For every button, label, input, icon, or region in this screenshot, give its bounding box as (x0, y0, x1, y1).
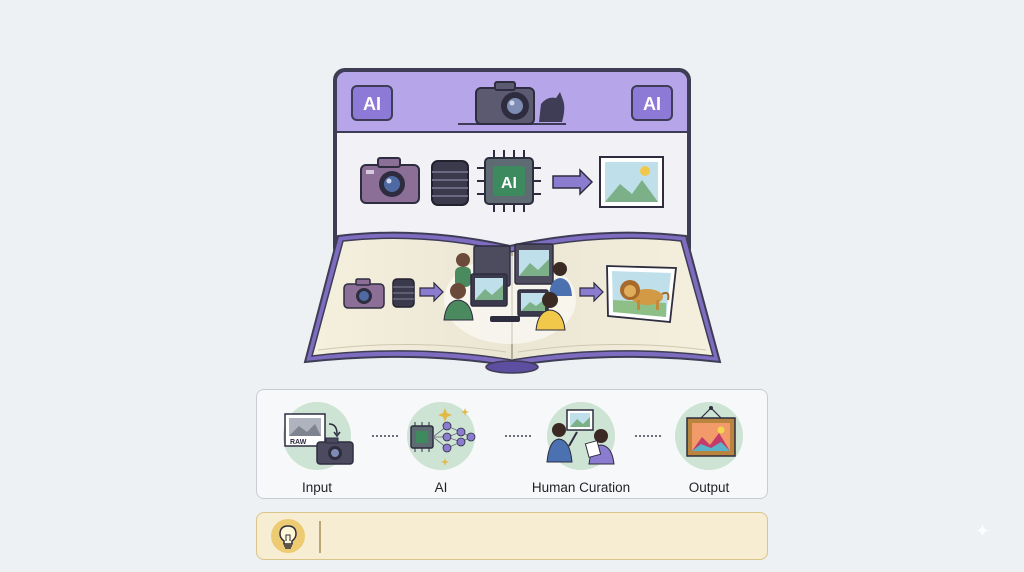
page-arrow-icon-1 (419, 281, 444, 303)
framed-art-icon (686, 406, 736, 457)
stage-label: Input (301, 480, 333, 495)
human-curation-icon (546, 409, 615, 465)
stage-label: AI (434, 480, 448, 495)
stage-human-curation: Human Curation (521, 402, 641, 495)
tip-bar (256, 512, 768, 560)
sparkle-icon: ✦ (974, 521, 990, 541)
book-top-panel: AI AI (333, 68, 691, 260)
connector-dots (635, 435, 661, 439)
ai-badge-right: AI (631, 85, 673, 121)
pipeline-panel: RAW Input (256, 389, 768, 499)
raw-badge-text: RAW (290, 439, 307, 446)
connector-dots (372, 435, 398, 439)
lion-picture-icon (606, 265, 678, 323)
ai-badge-left: AI (351, 85, 393, 121)
ai-badge-right-text: AI (643, 94, 661, 114)
lightbulb-icon (271, 519, 305, 553)
input-circle: RAW (283, 402, 354, 470)
page-lens-icon (392, 278, 415, 308)
human-team-workstation-icon (443, 243, 576, 344)
human-curation-circle (546, 402, 615, 470)
connector-dots (505, 435, 531, 439)
camera-icon (360, 157, 420, 204)
ai-chip-text: AI (501, 175, 517, 192)
stage-input: RAW Input (257, 402, 377, 495)
neural-network-icon (410, 408, 476, 466)
ai-circle (407, 402, 476, 470)
stage-ai: AI (381, 402, 501, 495)
page-arrow-icon-2 (579, 281, 604, 303)
tip-divider (319, 521, 321, 553)
page-camera-icon (343, 278, 385, 309)
lens-icon (431, 160, 469, 206)
stage-label: Output (688, 480, 730, 495)
output-circle (675, 402, 743, 470)
raw-photo-camera-icon: RAW (284, 413, 354, 465)
ai-badge-left-text: AI (363, 94, 381, 114)
ai-chip-icon: AI (477, 150, 541, 212)
arrow-icon (552, 168, 594, 196)
landscape-picture-icon (599, 156, 664, 208)
stage-label: Human Curation (531, 480, 631, 495)
stage-output: Output (649, 402, 769, 495)
header-camera-icon (458, 81, 566, 125)
